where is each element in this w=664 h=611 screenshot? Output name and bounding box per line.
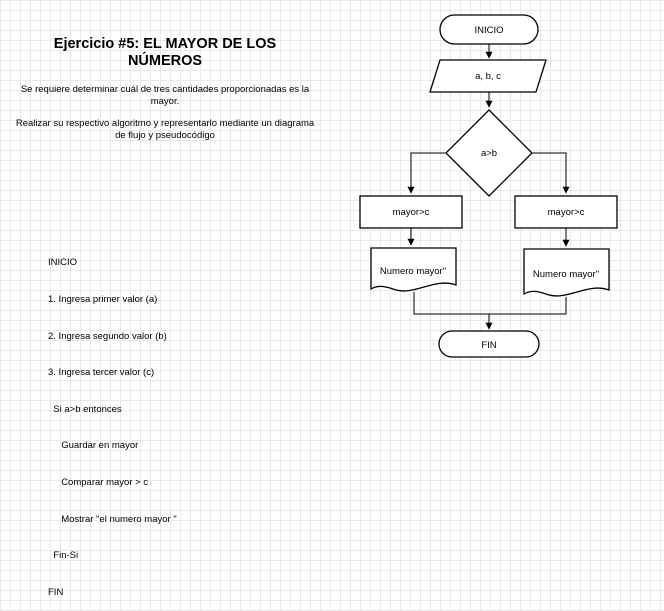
pseudocode-line: 1. Ingresa primer valor (a) bbox=[48, 294, 158, 306]
end-terminator[interactable] bbox=[438, 330, 540, 358]
pseudocode-line: Guardar en mayor bbox=[48, 440, 139, 452]
pseudocode-line: Fin-Si bbox=[48, 550, 79, 562]
end-label: FIN bbox=[481, 340, 496, 351]
start-label: INICIO bbox=[474, 25, 503, 36]
flow-connectors bbox=[407, 44, 570, 330]
description-paragraph-2: Realizar su respectivo algoritmo y repre… bbox=[15, 118, 315, 141]
start-terminator[interactable] bbox=[439, 14, 539, 45]
pseudocode-line: Mostrar "el numero mayor " bbox=[48, 513, 177, 525]
problem-description: Se requiere determinar cuál de tres cant… bbox=[10, 84, 320, 152]
left-output-document[interactable] bbox=[370, 247, 457, 292]
right-output-document[interactable] bbox=[523, 248, 610, 297]
connector-decision-left bbox=[407, 152, 446, 194]
pseudocode-line: INICIO bbox=[48, 257, 78, 269]
pseudocode-line: 3. Ingresa tercer valor (c) bbox=[48, 367, 155, 379]
pseudocode-line: Si a>b entonces bbox=[48, 403, 122, 415]
connector-decision-right bbox=[532, 152, 570, 194]
left-output-label: Numero mayor" bbox=[380, 266, 446, 277]
decision-diamond[interactable] bbox=[445, 109, 533, 197]
flowchart: INICIO a, b, c a>b mayor>c mayor>c Numer… bbox=[359, 14, 618, 358]
pseudocode-line: Comparar mayor > c bbox=[48, 477, 149, 489]
input-label: a, b, c bbox=[475, 71, 501, 82]
pseudocode-line: FIN bbox=[48, 586, 64, 598]
left-process-label: mayor>c bbox=[393, 207, 430, 218]
page-title: Ejercicio #5: EL MAYOR DE LOS NÚMEROS bbox=[53, 36, 277, 69]
right-process-box[interactable] bbox=[514, 195, 618, 229]
connector-outputs-join bbox=[413, 292, 567, 315]
input-parallelogram[interactable] bbox=[429, 59, 547, 93]
right-process-label: mayor>c bbox=[548, 207, 585, 218]
decision-label: a>b bbox=[481, 148, 497, 159]
left-process-box[interactable] bbox=[359, 195, 463, 229]
right-output-label: Numero mayor" bbox=[533, 269, 599, 280]
pseudocode-line: 2. Ingresa segundo valor (b) bbox=[48, 330, 167, 342]
description-paragraph-1: Se requiere determinar cuál de tres cant… bbox=[20, 84, 310, 107]
